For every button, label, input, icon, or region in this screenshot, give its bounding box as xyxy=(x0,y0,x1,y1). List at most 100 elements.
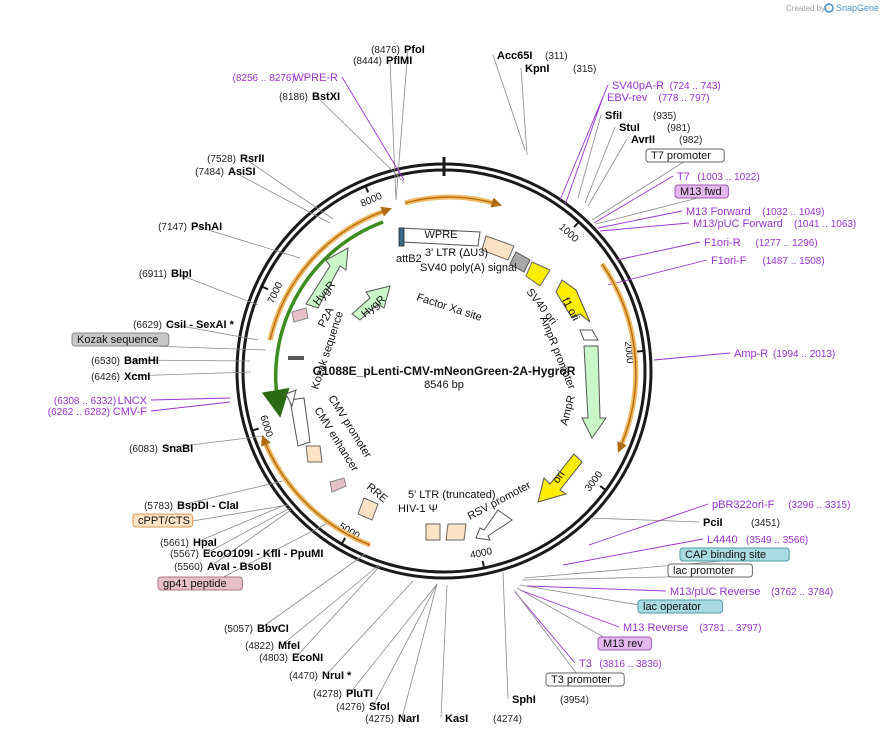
feature-tag[interactable]: lac operator xyxy=(637,599,723,614)
restriction-site[interactable]: (8444)PflMI xyxy=(353,55,412,67)
restriction-site[interactable]: (6426)XcmI xyxy=(91,371,150,383)
feature-gp41[interactable] xyxy=(329,477,347,493)
feature-hygr[interactable] xyxy=(305,247,349,309)
feature-tag-box xyxy=(637,599,723,614)
primer-site[interactable]: M13/pUC Reverse(3762 .. 3784) xyxy=(670,586,833,598)
primer-site[interactable]: M13 Forward(1032 .. 1049) xyxy=(686,206,824,218)
primer-site[interactable]: EBV-rev(778 .. 797) xyxy=(607,92,710,104)
feature-tag[interactable]: gp41 peptide xyxy=(157,576,243,591)
site-position: (6083) xyxy=(129,444,158,455)
restriction-site[interactable]: (8476)PfoI xyxy=(371,44,425,56)
primer-site[interactable]: T3(3816 .. 3836) xyxy=(579,658,662,670)
restriction-site[interactable]: (6530)BamHI xyxy=(91,355,159,367)
feature-tag[interactable]: M13 fwd xyxy=(674,184,729,199)
primer-site[interactable]: SV40pA-R(724 .. 743) xyxy=(612,80,721,92)
feature-ampr-promoter[interactable] xyxy=(579,329,599,341)
feature-sv40-polya[interactable] xyxy=(509,251,531,273)
feature-tag[interactable]: CAP binding site xyxy=(679,547,790,562)
primer-site[interactable]: F1ori-R(1277 .. 1296) xyxy=(704,237,818,249)
restriction-site[interactable]: (6629)CsiI - SexAI * xyxy=(133,319,234,331)
restriction-site[interactable]: (4803)EcoNI xyxy=(259,652,323,664)
restriction-site[interactable]: (4274)KasI xyxy=(445,713,522,725)
restriction-site[interactable]: (8186)BstXI xyxy=(279,91,340,103)
restriction-site[interactable]: (315)KpnI xyxy=(525,63,596,75)
feature-hiv1-psi[interactable] xyxy=(425,523,441,541)
feature-tag-box xyxy=(71,332,170,347)
primer-site[interactable]: Amp-R(1994 .. 2013) xyxy=(734,348,835,360)
feature-tag[interactable]: M13 rev xyxy=(597,636,652,651)
restriction-site[interactable]: (311)Acc65I xyxy=(497,50,568,62)
feature-tag[interactable]: T3 promoter xyxy=(545,672,625,687)
restriction-site[interactable]: (981)StuI xyxy=(619,122,690,134)
site-name: KasI xyxy=(445,713,468,725)
site-position: (5567) xyxy=(170,549,199,560)
restriction-site[interactable]: (7147)PshAI xyxy=(158,221,222,233)
feature-sv40-ori[interactable] xyxy=(525,261,551,287)
feature-5-ltr[interactable] xyxy=(445,523,467,541)
restriction-site[interactable]: (935)SfiI xyxy=(605,110,676,122)
site-and-primer-labels: (8476)PfoI(8444)PflMI (8186)BstXI (7528)Rs… xyxy=(48,44,857,725)
feature-ori[interactable] xyxy=(537,453,583,503)
restriction-site[interactable]: (7528)RsrII xyxy=(207,153,264,165)
feature-ampr[interactable] xyxy=(581,345,607,439)
feature-tag[interactable]: cPPT/CTS xyxy=(132,513,194,528)
feature-cmv-promoter[interactable] xyxy=(285,389,297,408)
restriction-site[interactable]: (5783)BspDI - ClaI xyxy=(144,500,239,512)
restriction-site[interactable]: (6911)BlpI xyxy=(139,268,192,280)
primer-site[interactable]: CMV-F(6262 .. 6282) xyxy=(48,406,148,418)
primer-site[interactable]: M13 Reverse(3781 .. 3797) xyxy=(623,622,761,634)
primer-leader xyxy=(514,591,576,664)
restriction-site[interactable]: (4822)MfeI xyxy=(245,640,300,652)
restriction-site[interactable]: (4470)NruI * xyxy=(289,670,352,682)
restriction-site[interactable]: (5560)AvaI - BsoBI xyxy=(174,561,271,573)
restriction-site[interactable]: (5567)EcoO109I - KflI - PpuMI xyxy=(170,548,323,560)
feature-rsv-promoter[interactable] xyxy=(475,509,513,541)
feature-cmv-enhancer[interactable] xyxy=(289,397,311,447)
site-leader xyxy=(231,170,331,224)
feature-cppt[interactable] xyxy=(305,445,323,463)
site-position: (5783) xyxy=(144,501,173,512)
tick-label: 4000 xyxy=(469,546,493,561)
restriction-site[interactable]: (6083)SnaBI xyxy=(129,443,193,455)
primer-site[interactable]: F1ori-F(1487 .. 1508) xyxy=(711,255,825,267)
primer-site[interactable]: L4440(3549 .. 3566) xyxy=(707,534,808,546)
restriction-site[interactable]: (4278)PluTI xyxy=(313,688,373,700)
feature-rre[interactable] xyxy=(357,497,379,521)
primer-site[interactable]: pBR322ori-F(3296 .. 3315) xyxy=(712,499,850,511)
restriction-site[interactable]: (5057)BbvCI xyxy=(224,623,289,635)
site-name: Acc65I xyxy=(497,50,532,62)
restriction-site[interactable]: (3954)SphI xyxy=(512,694,589,706)
primer-site[interactable]: M13/pUC Forward(1041 .. 1063) xyxy=(693,218,856,230)
feature-tag[interactable]: lac promoter xyxy=(667,563,753,578)
restriction-site[interactable]: (4275)NarI xyxy=(365,713,419,725)
primer-site[interactable]: LNCX(6308 .. 6332) xyxy=(54,395,148,407)
site-position: (8186) xyxy=(279,92,308,103)
site-position: (6629) xyxy=(133,320,162,331)
primer-site[interactable]: WPRE-R(8256 .. 8276) xyxy=(233,72,339,84)
feature-label-wpre: WPRE xyxy=(425,229,458,241)
primer-site[interactable]: T7(1003 .. 1022) xyxy=(677,171,760,183)
restriction-site[interactable]: (5661)HpaI xyxy=(160,537,217,549)
primer-leader xyxy=(593,175,674,224)
restriction-site[interactable]: (7484)AsiSI xyxy=(195,166,255,178)
feature-3-ltr[interactable] xyxy=(481,235,515,261)
restriction-site[interactable]: (982)AvrII xyxy=(631,134,702,146)
feature-p2a[interactable] xyxy=(291,307,309,323)
feature-kozak[interactable] xyxy=(288,356,304,360)
feature-hygr-inner[interactable] xyxy=(351,285,391,321)
feature-attb2[interactable] xyxy=(398,227,405,247)
restriction-site[interactable]: (3451)PciI xyxy=(703,517,780,529)
feature-tag[interactable]: Kozak sequence xyxy=(71,332,170,347)
primer-position: (3781 .. 3797) xyxy=(699,623,761,634)
feature-tag[interactable]: T7 promoter xyxy=(645,148,725,163)
site-position: (3451) xyxy=(751,518,780,529)
feature-tag-text: CAP binding site xyxy=(685,549,766,561)
tick-mark xyxy=(340,537,347,545)
primer-position: (8256 .. 8276) xyxy=(233,73,295,84)
site-leader xyxy=(492,54,526,151)
restriction-site[interactable]: (4276)SfoI xyxy=(336,701,390,713)
primer-leader xyxy=(526,585,667,592)
plasmid-size: 8546 bp xyxy=(424,379,464,391)
feature-f1-ori[interactable] xyxy=(555,279,591,323)
site-name: AvaI - BsoBI xyxy=(207,561,271,573)
